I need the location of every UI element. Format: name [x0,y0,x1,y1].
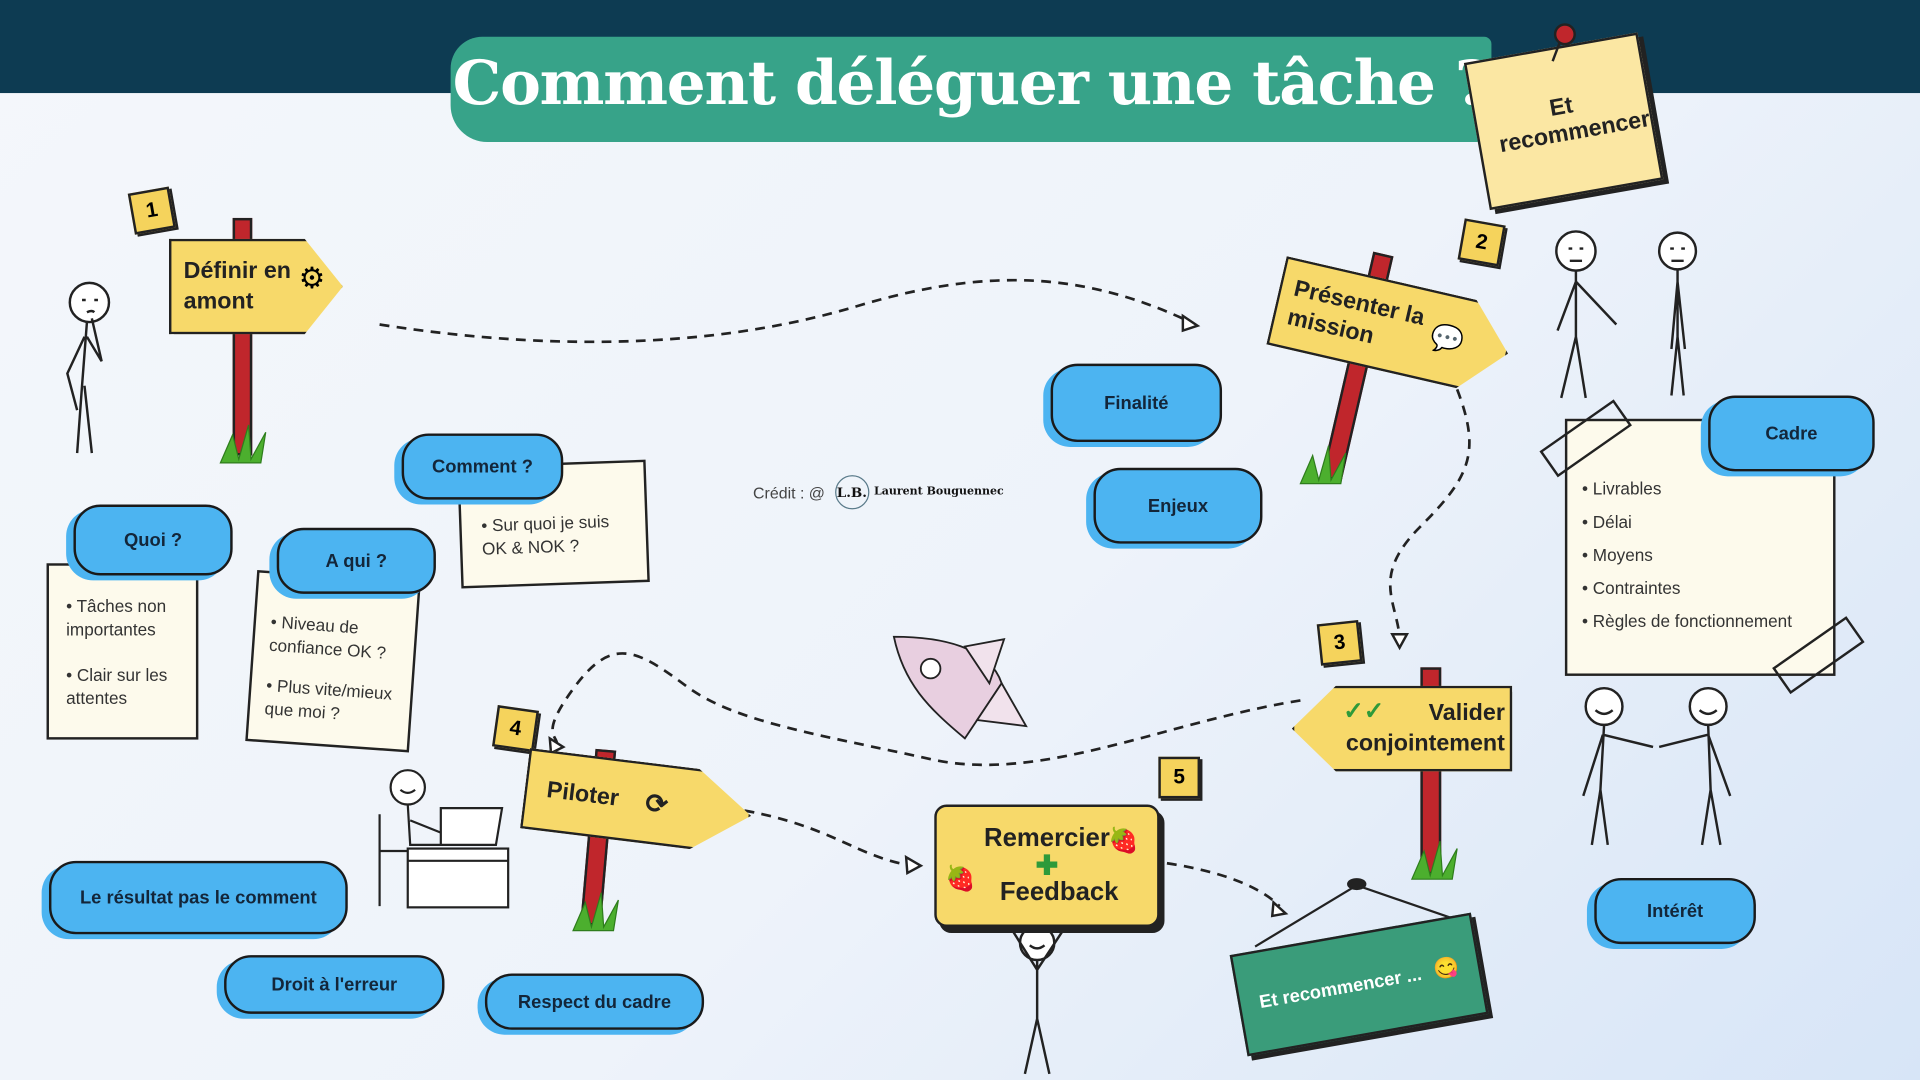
arrow-2-to-3 [1388,388,1471,637]
speech-bubbles-icon: 💬 [1427,320,1467,358]
cadre-item: • Livrables [1582,478,1662,499]
step-5-sign: Remercier ✚ Feedback [934,804,1160,927]
step-number: 1 [144,197,160,223]
cadre-note: • Livrables • Délai • Moyens • Contraint… [1564,418,1836,676]
step-5-badge: 5 [1158,756,1201,799]
arrow-4-to-5 [744,809,913,868]
step-1-label: Définir en amont [183,258,291,315]
logo-initials: L.B. [834,475,870,510]
step-4-label: Piloter [545,777,621,812]
resultat-pill: Le résultat pas le comment [48,860,348,935]
arrow-1-to-2 [379,278,1189,344]
quoi-item: • Tâches non importantes [66,596,167,640]
step-3-sign: ✓✓ Valider conjointement [1291,685,1513,772]
comment-title: Comment ? [431,456,533,477]
enjeux-pill: Enjeux [1093,467,1263,544]
resultat-label: Le résultat pas le comment [79,887,317,908]
a-qui-title: A qui ? [325,550,388,572]
a-qui-item: • Niveau de confiance OK ? [268,611,387,663]
step-4-badge: 4 [491,705,540,753]
gears-icon: ⚙ [298,262,326,296]
quoi-title: Quoi ? [123,529,183,551]
refresh-icon: ⟳ [643,787,670,821]
cadre-item: • Contraintes [1582,577,1681,598]
smile-emoji-icon: 😋 [1431,954,1461,983]
respect-cadre-label: Respect du cadre [517,991,672,1013]
step-2-badge: 2 [1457,218,1506,267]
step-number: 2 [1474,229,1490,255]
comment-pill: Comment ? [401,433,564,500]
finalite-label: Finalité [1104,392,1169,414]
step-number: 3 [1332,630,1347,655]
rocket-illustration [892,635,1028,740]
droit-erreur-pill: Droit à l'erreur [224,955,445,1014]
person-holding-sign-illustration [1009,924,1067,1075]
droit-erreur-label: Droit à l'erreur [271,974,398,995]
step-5-label-line1: Remercier [984,824,1110,853]
hanging-string [1254,878,1464,948]
grass-icon [572,892,619,932]
step-1-badge: 1 [127,186,176,235]
author-logo: L.B.Laurent Bouguennec [834,475,1004,510]
end-sign-label: Et recommencer ... [1257,963,1424,1013]
cadre-title: Cadre [1765,423,1818,444]
grass-icon [1299,445,1347,485]
step-2-label: Présenter la mission [1284,276,1427,350]
step-number: 5 [1173,765,1185,789]
cadre-item: • Moyens [1582,544,1653,565]
a-qui-item: • Plus vite/mieux que moi ? [264,675,393,724]
grass-icon [1410,841,1458,880]
plus-icon: ✚ [1035,849,1059,881]
respect-cadre-pill: Respect du cadre [484,973,705,1030]
step-3-label: Valider conjointement [1345,700,1505,757]
author-name: Laurent Bouguennec [873,486,1004,499]
arrow-5-to-end [1166,861,1281,908]
two-people-illustration [1555,230,1698,399]
step-number: 4 [508,715,523,741]
a-qui-note: • Niveau de confiance OK ? • Plus vite/m… [245,569,421,753]
page-title: Comment déléguer une tâche ? [452,46,1491,119]
strawberry-icon: 🍓 [945,865,976,893]
quoi-item: • Clair sur les attentes [66,664,168,708]
step-1-sign: Définir en amont [168,238,343,335]
enjeux-label: Enjeux [1147,495,1209,517]
person-at-desk-illustration [378,769,510,909]
cadre-item: • Règles de fonctionnement [1582,611,1792,631]
double-check-icon: ✓✓ [1343,697,1385,725]
credit-label: Crédit : @ [753,483,825,502]
comment-item: • Sur quoi je suis OK & NOK ? [480,511,610,559]
handshake-illustration [1582,686,1732,846]
thinking-person-illustration [66,281,111,454]
interet-label: Intérêt [1647,900,1704,922]
step-5-label-line2: Feedback [999,877,1119,907]
cadre-item: • Délai [1582,511,1632,532]
title-banner [450,36,1492,143]
pushpin-icon [1551,23,1576,62]
interet-pill: Intérêt [1594,877,1756,945]
grass-icon [219,424,267,464]
cadre-pill: Cadre [1708,395,1875,472]
finalite-pill: Finalité [1050,363,1223,443]
quoi-pill: Quoi ? [73,504,233,576]
strawberry-icon: 🍓 [1108,827,1139,855]
quoi-note: • Tâches non importantes • Clair sur les… [46,563,199,740]
credit: Crédit : @ L.B.Laurent Bouguennec [753,475,1004,510]
step-3-badge: 3 [1316,619,1363,666]
arrow-3-to-4 [551,652,1301,767]
a-qui-pill: A qui ? [276,527,436,594]
